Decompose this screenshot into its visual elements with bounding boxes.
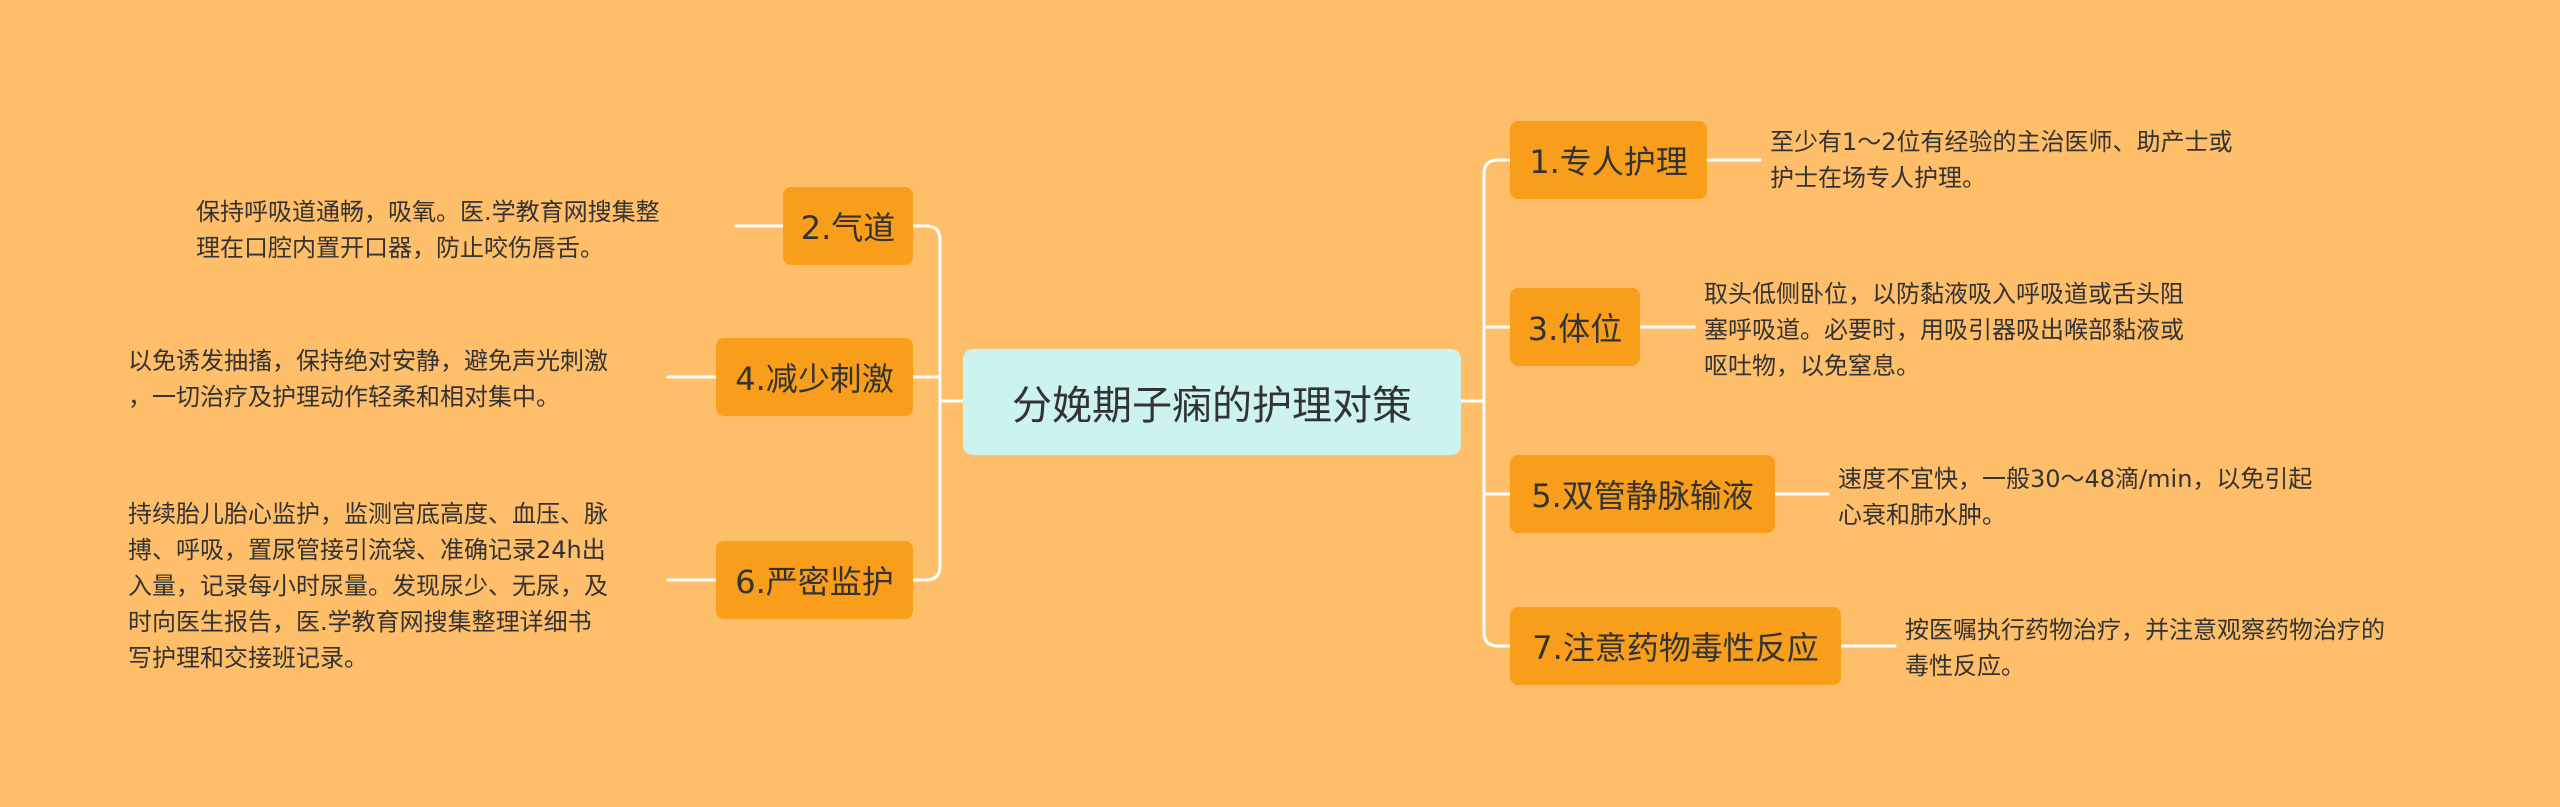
note-close-monitoring: 持续胎儿胎心监护，监测宫底高度、血压、脉搏、呼吸，置尿管接引流袋、准确记录24h… bbox=[128, 500, 608, 672]
connector-right-7 bbox=[1482, 399, 1512, 648]
note-drug-toxicity: 按医嘱执行药物治疗，并注意观察药物治疗的毒性反应。 bbox=[1905, 616, 2385, 680]
note-dedicated-care: 至少有1～2位有经验的主治医师、助产士或护士在场专人护理。 bbox=[1770, 128, 2233, 192]
connector-right-1 bbox=[1482, 158, 1512, 403]
branch-3-position[interactable]: 3.体位 bbox=[1510, 288, 1640, 366]
note-iv-infusion: 速度不宜快，一般30～48滴/min，以免引起心衰和肺水肿。 bbox=[1838, 465, 2313, 529]
connector-left-2 bbox=[911, 224, 942, 403]
root-topic[interactable]: 分娩期子痫的护理对策 bbox=[963, 349, 1461, 455]
note-position: 取头低侧卧位，以防黏液吸入呼吸道或舌头阻塞呼吸道。必要时，用吸引器吸出喉部黏液或… bbox=[1704, 280, 2184, 380]
branch-6-close-monitoring[interactable]: 6.严密监护 bbox=[716, 541, 913, 619]
note-reduce-stimulation: 以免诱发抽搐，保持绝对安静，避免声光刺激，一切治疗及护理动作轻柔和相对集中。 bbox=[128, 347, 608, 411]
note-airway: 保持呼吸道通畅，吸氧。医.学教育网搜集整理在口腔内置开口器，防止咬伤唇舌。 bbox=[196, 198, 660, 262]
branch-1-dedicated-care[interactable]: 1.专人护理 bbox=[1510, 121, 1707, 199]
branch-4-reduce-stimulation[interactable]: 4.减少刺激 bbox=[716, 338, 913, 416]
branch-5-iv-infusion[interactable]: 5.双管静脉输液 bbox=[1510, 455, 1775, 533]
branch-2-airway[interactable]: 2.气道 bbox=[783, 187, 913, 265]
connector-left-6 bbox=[911, 399, 942, 582]
branch-7-drug-toxicity[interactable]: 7.注意药物毒性反应 bbox=[1510, 607, 1841, 685]
